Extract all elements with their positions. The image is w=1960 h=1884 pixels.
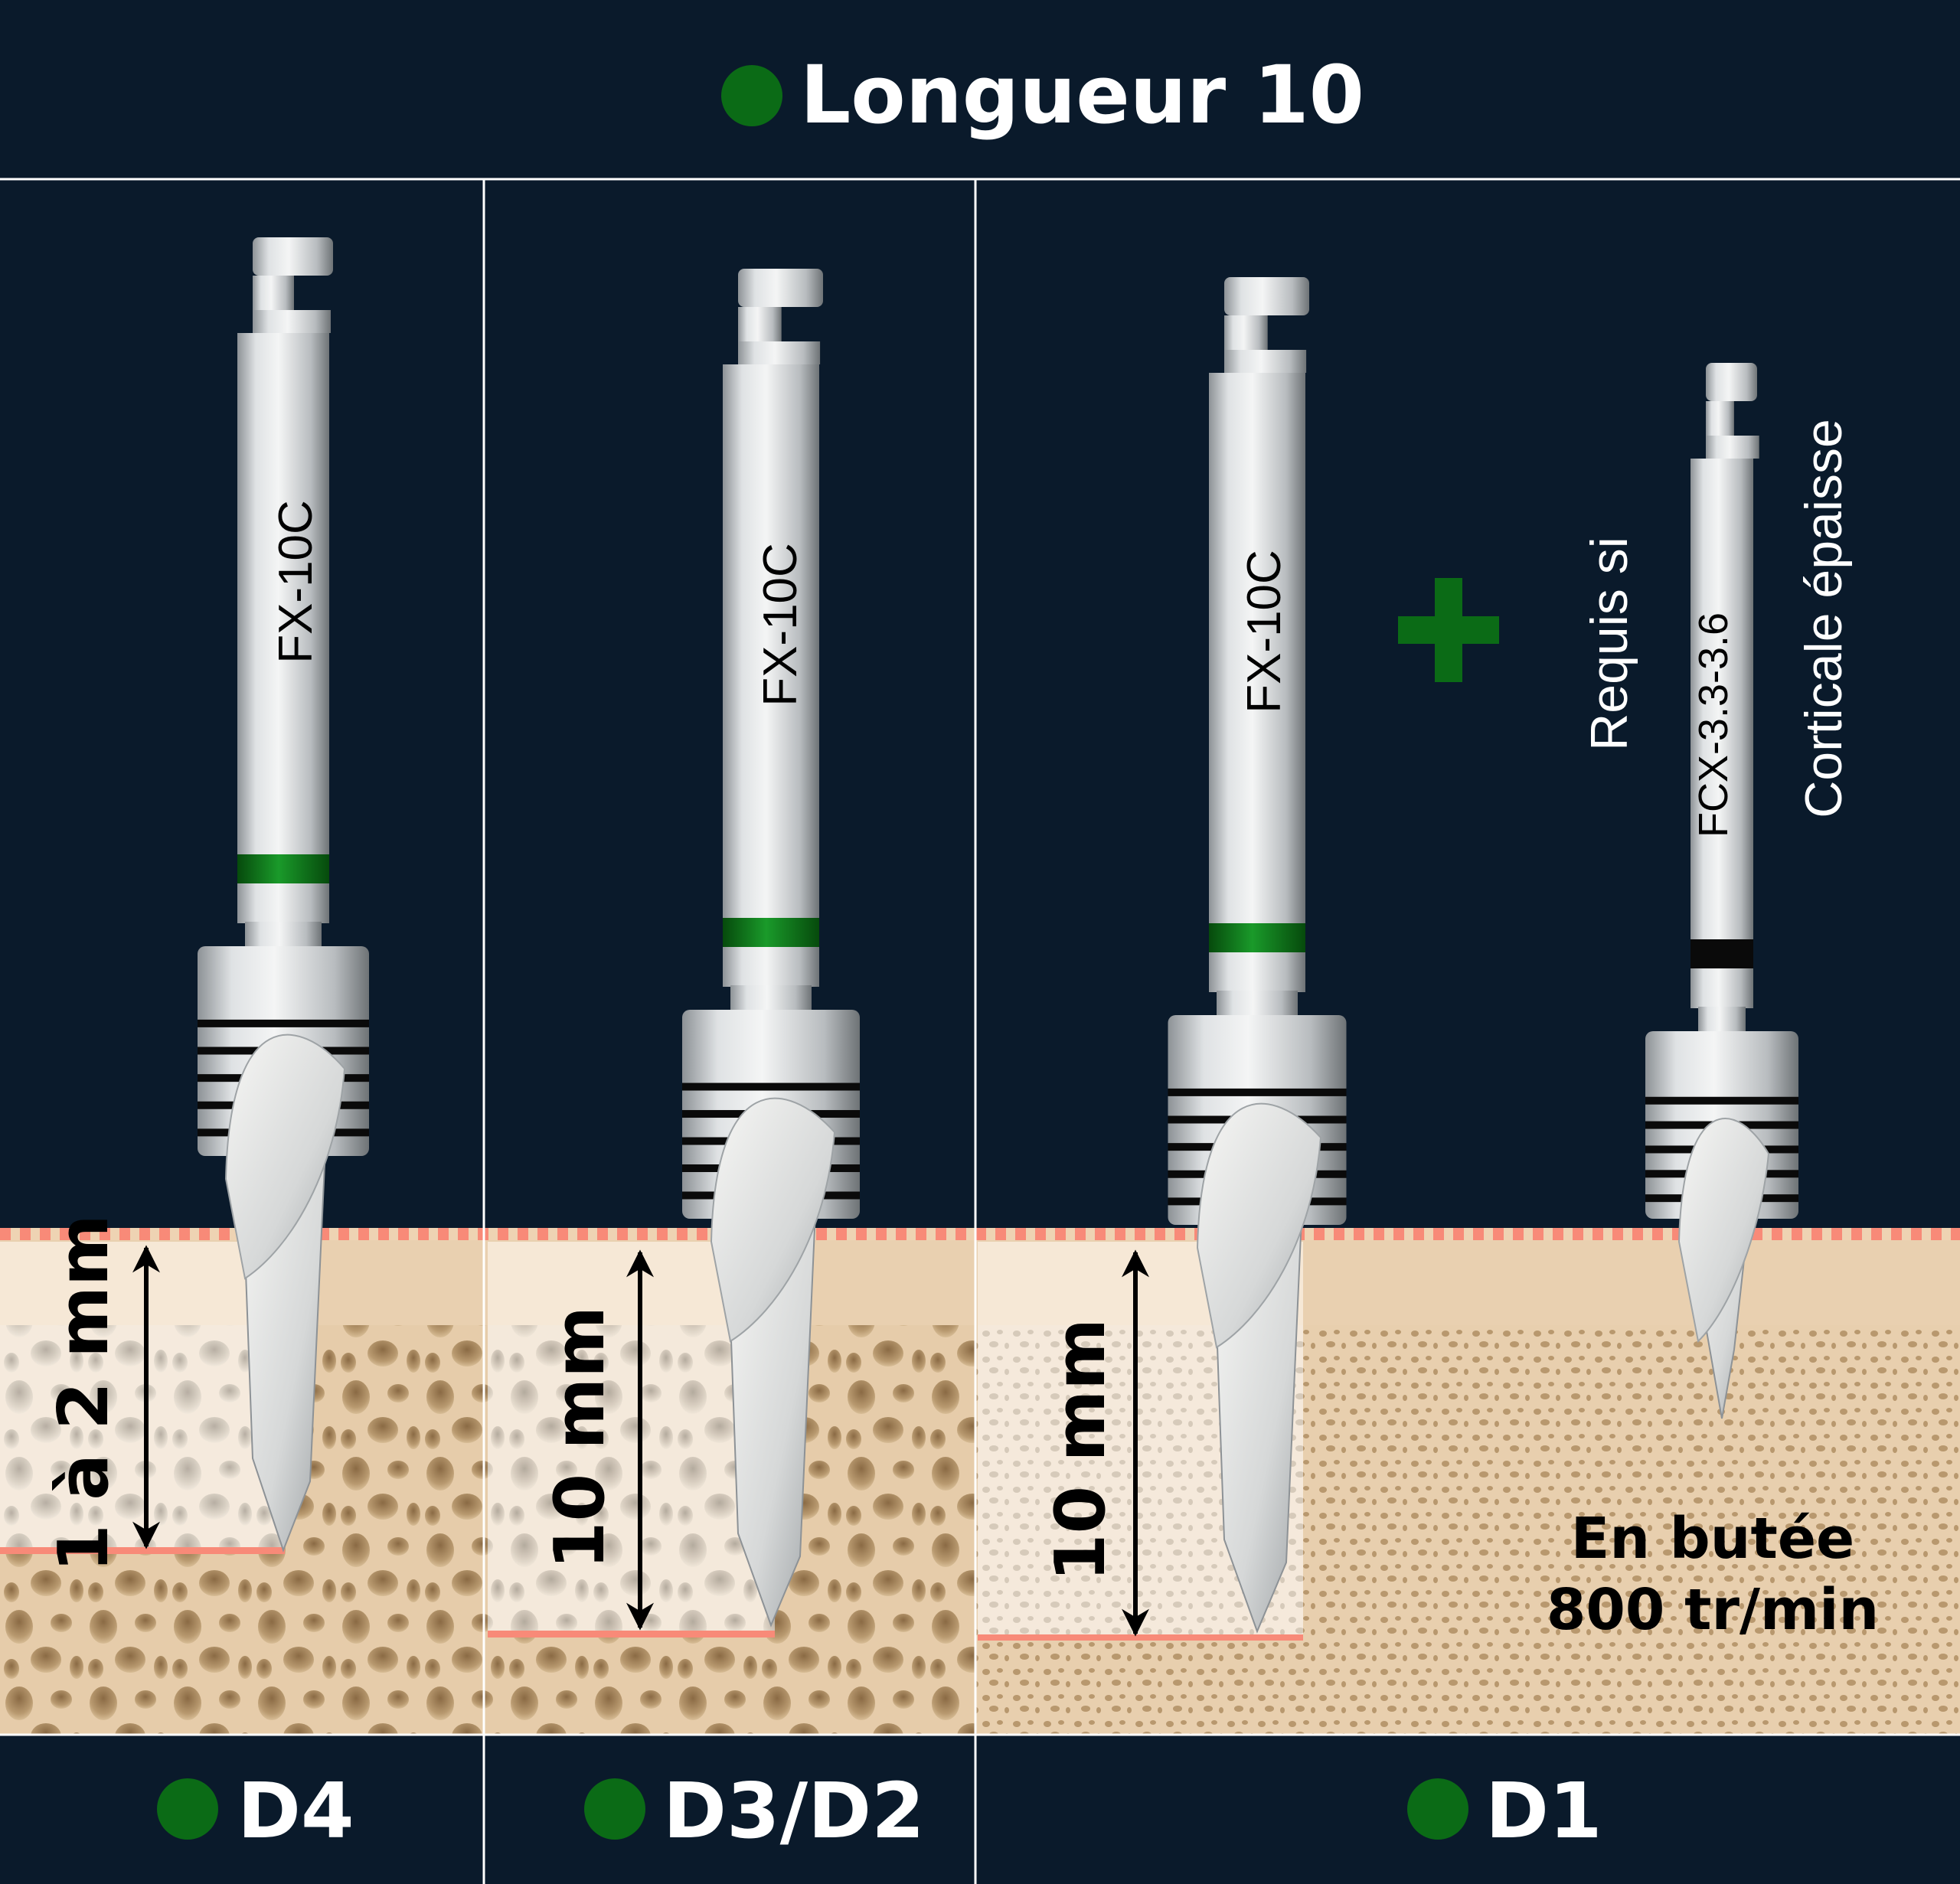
drill-neck (730, 985, 812, 1010)
drill-color-band (1209, 923, 1305, 952)
drill-shaft (237, 333, 329, 923)
depth-stop-ring (1168, 1088, 1347, 1096)
footer: D4 D3/D2 D1 (157, 1766, 1602, 1856)
note-line2: Corticale épaisse (1795, 419, 1853, 818)
drill-shaft (723, 364, 819, 987)
drill-latch-neck (253, 276, 294, 310)
plus-icon (1398, 578, 1499, 682)
drill-neck (245, 922, 322, 946)
measurement-col1: 1 à 2 mm (44, 1214, 160, 1572)
drill-neck (1217, 991, 1298, 1015)
drill-neck (1698, 1007, 1746, 1031)
drill-cutting-blade (710, 1097, 836, 1343)
depth-stop-ring (1645, 1096, 1798, 1105)
drill-color-band (1690, 939, 1753, 968)
drill-cutting-blade (1196, 1102, 1322, 1349)
depth-stop-ring (682, 1082, 860, 1091)
drill-label-col2: FX-10C (754, 543, 807, 707)
drill-latch-neck (1224, 315, 1268, 350)
drill-cutting-blade (224, 1033, 346, 1280)
green-dot-icon (584, 1778, 645, 1840)
drill-latch-head (1706, 363, 1757, 401)
drill-cutting-blade (1677, 1118, 1770, 1344)
usage-line1: En butée (1571, 1506, 1854, 1572)
drill-latch-step (253, 310, 331, 333)
drill-latch-head (1224, 277, 1309, 315)
usage-line2: 800 tr/min (1547, 1577, 1879, 1643)
note-line1: Requis si (1580, 537, 1638, 751)
green-dot-icon (721, 65, 782, 126)
drilled-zone-col1-b (0, 1325, 285, 1550)
depth-line-col2 (488, 1631, 775, 1637)
drill-latch-head (253, 237, 333, 276)
drill-latch-neck (738, 307, 782, 341)
drill-latch-neck (1706, 401, 1734, 436)
green-dot-icon (1407, 1778, 1468, 1840)
measurement-col2: 10 mm (540, 1249, 654, 1631)
drill-latch-step (1706, 436, 1759, 459)
measurement-col3: 10 mm (1040, 1249, 1149, 1637)
drill-latch-step (1224, 350, 1307, 373)
drill-shaft (1690, 459, 1753, 1008)
drill-label-col1: FX-10C (270, 500, 322, 664)
grid-lines (0, 178, 1960, 1884)
depth-line-col1 (0, 1547, 285, 1554)
drill-latch-head (738, 269, 823, 307)
density-label-d1: D1 (1485, 1766, 1602, 1856)
page-title: Longueur 10 (800, 48, 1364, 142)
drill-latch-step (738, 341, 821, 364)
drill-color-band (723, 918, 819, 947)
drill-col2 (682, 269, 860, 1628)
depth-line-col3 (978, 1634, 1303, 1641)
drill-label-extra: FCX-3.3-3.6 (1690, 612, 1736, 838)
depth-stop-ring (198, 1019, 369, 1027)
depth-label-col1: 1 à 2 mm (44, 1214, 124, 1572)
header: Longueur 10 (721, 48, 1364, 142)
drill-col1 (198, 237, 369, 1553)
depth-label-col2: 10 mm (540, 1306, 620, 1569)
drill-label-col3: FX-10C (1238, 550, 1291, 713)
drill-col3 (1168, 277, 1347, 1634)
depth-label-col3: 10 mm (1040, 1318, 1121, 1582)
density-label-d3d2: D3/D2 (663, 1766, 925, 1856)
cortical-marker-line (0, 1228, 1960, 1240)
drills (198, 237, 1798, 1634)
drill-color-band (237, 854, 329, 883)
drill-shaft (1209, 373, 1305, 992)
drill-extra-fcx (1645, 363, 1798, 1419)
green-dot-icon (157, 1778, 218, 1840)
density-label-d4: D4 (237, 1766, 354, 1856)
